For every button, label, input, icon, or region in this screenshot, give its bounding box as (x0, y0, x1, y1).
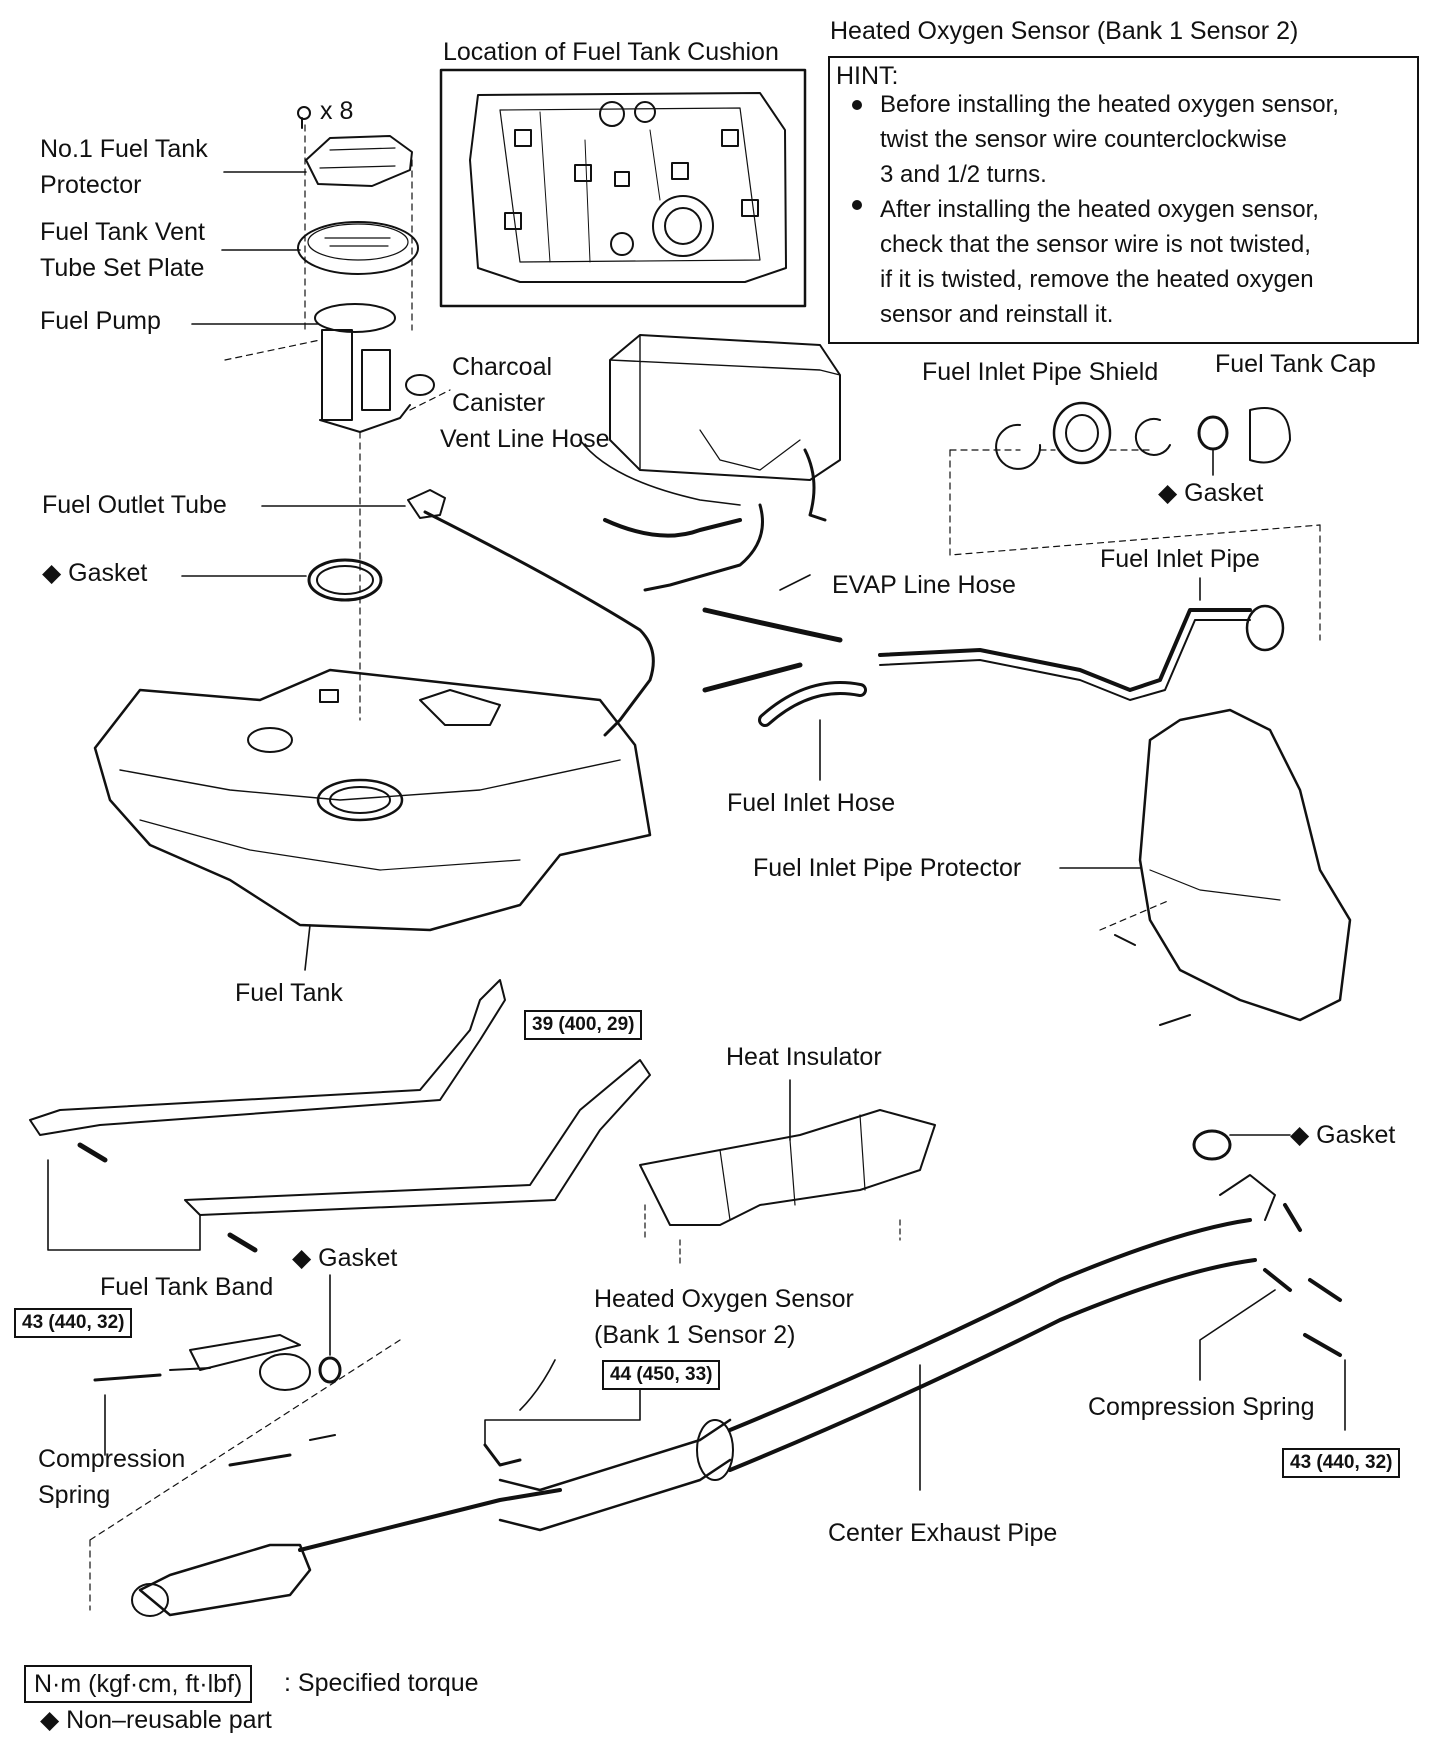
hint-box: HINT: Before installing the heated oxyge… (828, 56, 1419, 344)
torque-tank-band: 39 (400, 29) (524, 1010, 643, 1040)
legend-unit-box: N·m (kgf·cm, ft·lbf) (24, 1665, 253, 1703)
vent-tube-set-plate-label-l2: Tube Set Plate (40, 254, 205, 282)
inlet-shield-cap (949, 401, 1321, 641)
compression-spring-left-label-l2: Spring (38, 1481, 111, 1509)
evap-line-hose-label: EVAP Line Hose (832, 571, 1016, 599)
heated-oxygen-sensor-drawing (483, 1359, 641, 1467)
x8-label: x 8 (320, 97, 354, 125)
fuel-tank-cap-label: Fuel Tank Cap (1215, 350, 1376, 378)
center-exhaust-pipe-drawing (131, 1174, 1276, 1617)
heat-insulator-drawing (639, 1079, 936, 1266)
fuel-inlet-hose-drawing (758, 681, 867, 781)
legend-torque-desc: : Specified torque (284, 1669, 479, 1697)
no1-fuel-tank-protector-label-l2: Protector (40, 171, 142, 199)
hint-title: HINT: (836, 62, 899, 90)
fuel-inlet-pipe-protector-label: Fuel Inlet Pipe Protector (753, 854, 1022, 882)
fuel-inlet-pipe-drawing (878, 577, 1285, 701)
gasket-pump-label: ◆ Gasket (42, 559, 148, 587)
vent-tube-set-plate (221, 221, 419, 275)
heated-oxygen-sensor-label-l1: Heated Oxygen Sensor (594, 1285, 854, 1313)
hint-item-2-line-2: check that the sensor wire is not twiste… (880, 231, 1311, 258)
no1-fuel-tank-protector-label-l1: No.1 Fuel Tank (40, 135, 208, 163)
compression-spring-left-label-l1: Compression (38, 1445, 186, 1473)
compression-spring-right-label: Compression Spring (1088, 1393, 1315, 1421)
fuel-pump-label: Fuel Pump (40, 307, 161, 335)
gasket-exhaust-front-label: ◆ Gasket (292, 1244, 398, 1272)
hint-item-2-line-4: sensor and reinstall it. (880, 301, 1114, 328)
hint-bullet-2 (852, 200, 862, 210)
fuel-outlet-tube (261, 489, 655, 737)
heated-oxygen-sensor-label-l2: (Bank 1 Sensor 2) (594, 1321, 796, 1349)
hoses (579, 439, 843, 693)
fuel-inlet-pipe-shield-label: Fuel Inlet Pipe Shield (922, 358, 1159, 386)
hint-item-1-line-3: 3 and 1/2 turns. (880, 161, 1047, 188)
rear-exhaust-hardware (1192, 1129, 1346, 1431)
pump-gasket (181, 558, 383, 602)
fuel-tank-cushion-location-label: Location of Fuel Tank Cushion (443, 38, 779, 66)
hint-item-2-line-1: After installing the heated oxygen senso… (880, 196, 1319, 223)
fuel-inlet-hose-label: Fuel Inlet Hose (727, 789, 896, 817)
gasket-cap-label: ◆ Gasket (1158, 479, 1264, 507)
legend-nonreusable: ◆ Non–reusable part (40, 1706, 272, 1734)
fuel-tank-band-label: Fuel Tank Band (100, 1273, 274, 1301)
fuel-tank-protector (223, 106, 413, 331)
fuel-tank-drawing (93, 668, 652, 971)
vent-tube-set-plate-label-l1: Fuel Tank Vent (40, 218, 205, 246)
front-exhaust (89, 1274, 401, 1611)
fuel-inlet-pipe-label: Fuel Inlet Pipe (1100, 545, 1260, 573)
hint-bullet-1 (852, 100, 862, 110)
torque-front-flange: 43 (440, 32) (14, 1308, 133, 1338)
heat-insulator-label: Heat Insulator (726, 1043, 882, 1071)
charcoal-canister-label-l2: Canister (452, 389, 546, 417)
hint-item-1-line-2: twist the sensor wire counterclockwise (880, 126, 1287, 153)
torque-rear-flange: 43 (440, 32) (1282, 1448, 1401, 1478)
fuel-inlet-pipe-protector-drawing (1059, 708, 1352, 1026)
center-exhaust-pipe-label: Center Exhaust Pipe (828, 1519, 1058, 1547)
gasket-exhaust-rear-label: ◆ Gasket (1290, 1121, 1396, 1149)
torque-oxygen-sensor: 44 (450, 33) (602, 1360, 721, 1390)
fuel-tank-bands (29, 979, 651, 1253)
fuel-tank-label: Fuel Tank (235, 979, 343, 1007)
vent-line-hose-label: Vent Line Hose (440, 425, 610, 453)
fuel-outlet-tube-label: Fuel Outlet Tube (42, 491, 227, 519)
fuel-pump-drawing (191, 303, 451, 721)
charcoal-canister-drawing (609, 334, 841, 522)
fuel-tank-cushion-inset (439, 68, 807, 308)
hint-item-2-line-3: if it is twisted, remove the heated oxyg… (880, 266, 1314, 293)
hint-heading: Heated Oxygen Sensor (Bank 1 Sensor 2) (830, 17, 1299, 45)
hint-item-1-line-1: Before installing the heated oxygen sens… (880, 91, 1339, 118)
charcoal-canister-label-l1: Charcoal (452, 353, 553, 381)
